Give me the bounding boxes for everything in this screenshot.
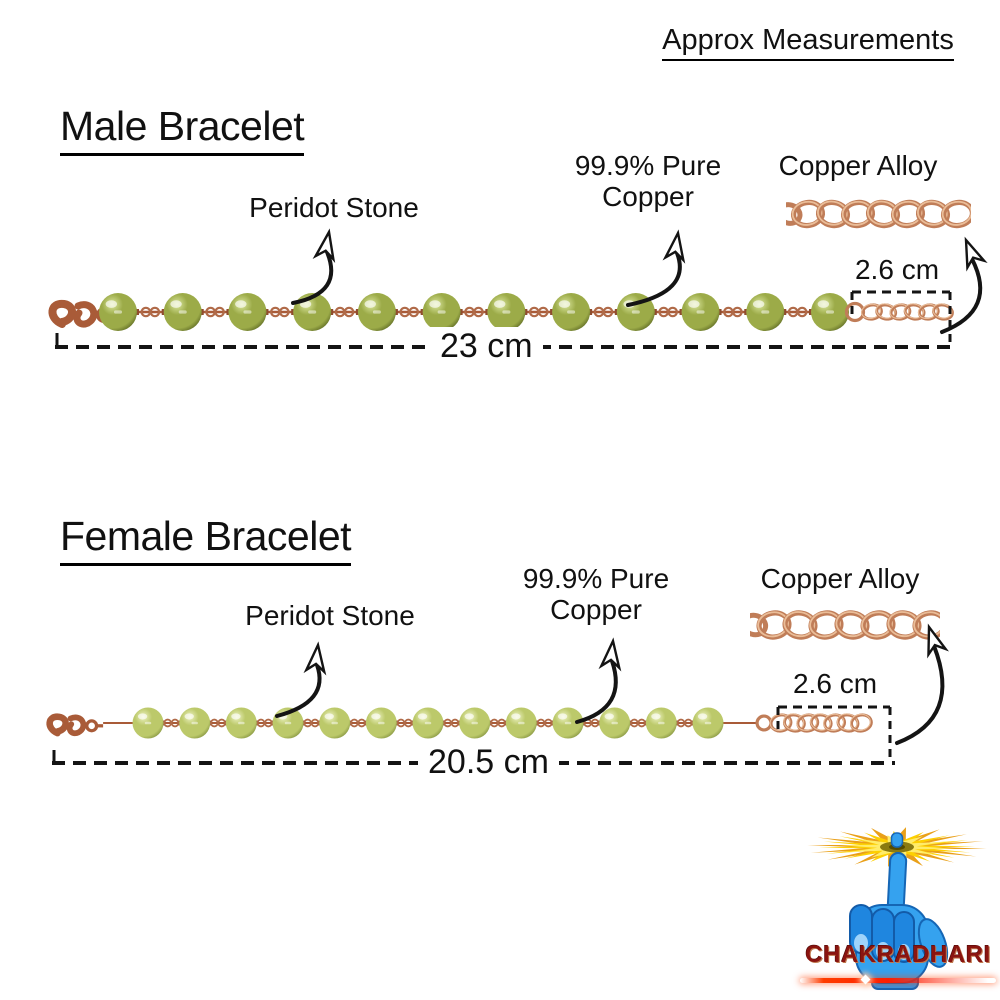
female-extension-measurement: 2.6 cm (792, 668, 878, 699)
brand-underline-flourish (800, 974, 996, 985)
female-copper-alloy-chain-image (750, 610, 940, 640)
female-pure-copper-line2: Copper (550, 594, 642, 625)
female-pure-copper-label: 99.9% Pure Copper (501, 563, 691, 625)
chakradhari-hand-chakra-icon (807, 827, 987, 990)
male-copper-alloy-label: Copper Alloy (778, 150, 938, 181)
female-copper-alloy-label: Copper Alloy (760, 563, 920, 594)
male-peridot-stone-label: Peridot Stone (249, 192, 419, 223)
female-peridot-stone-label: Peridot Stone (245, 600, 415, 631)
male-total-measurement: 23 cm (430, 327, 543, 366)
approx-measurements-text: Approx Measurements (662, 24, 954, 61)
male-copper-alloy-chain-image (786, 199, 971, 229)
brand-name: CHAKRADHARI (805, 941, 991, 968)
approx-measurements-title: Approx Measurements (650, 24, 966, 61)
male-pure-copper-line2: Copper (602, 181, 694, 212)
female-pure-copper-line1: 99.9% Pure (522, 563, 670, 594)
male-extension-measurement: 2.6 cm (854, 254, 940, 285)
male-bracelet-heading: Male Bracelet (60, 103, 305, 156)
female-bracelet-heading: Female Bracelet (60, 513, 352, 566)
male-pure-copper-line1: 99.9% Pure (574, 150, 722, 181)
female-total-measurement: 20.5 cm (418, 743, 559, 782)
male-pure-copper-label: 99.9% Pure Copper (553, 150, 743, 212)
male-bracelet-photo (48, 293, 954, 331)
